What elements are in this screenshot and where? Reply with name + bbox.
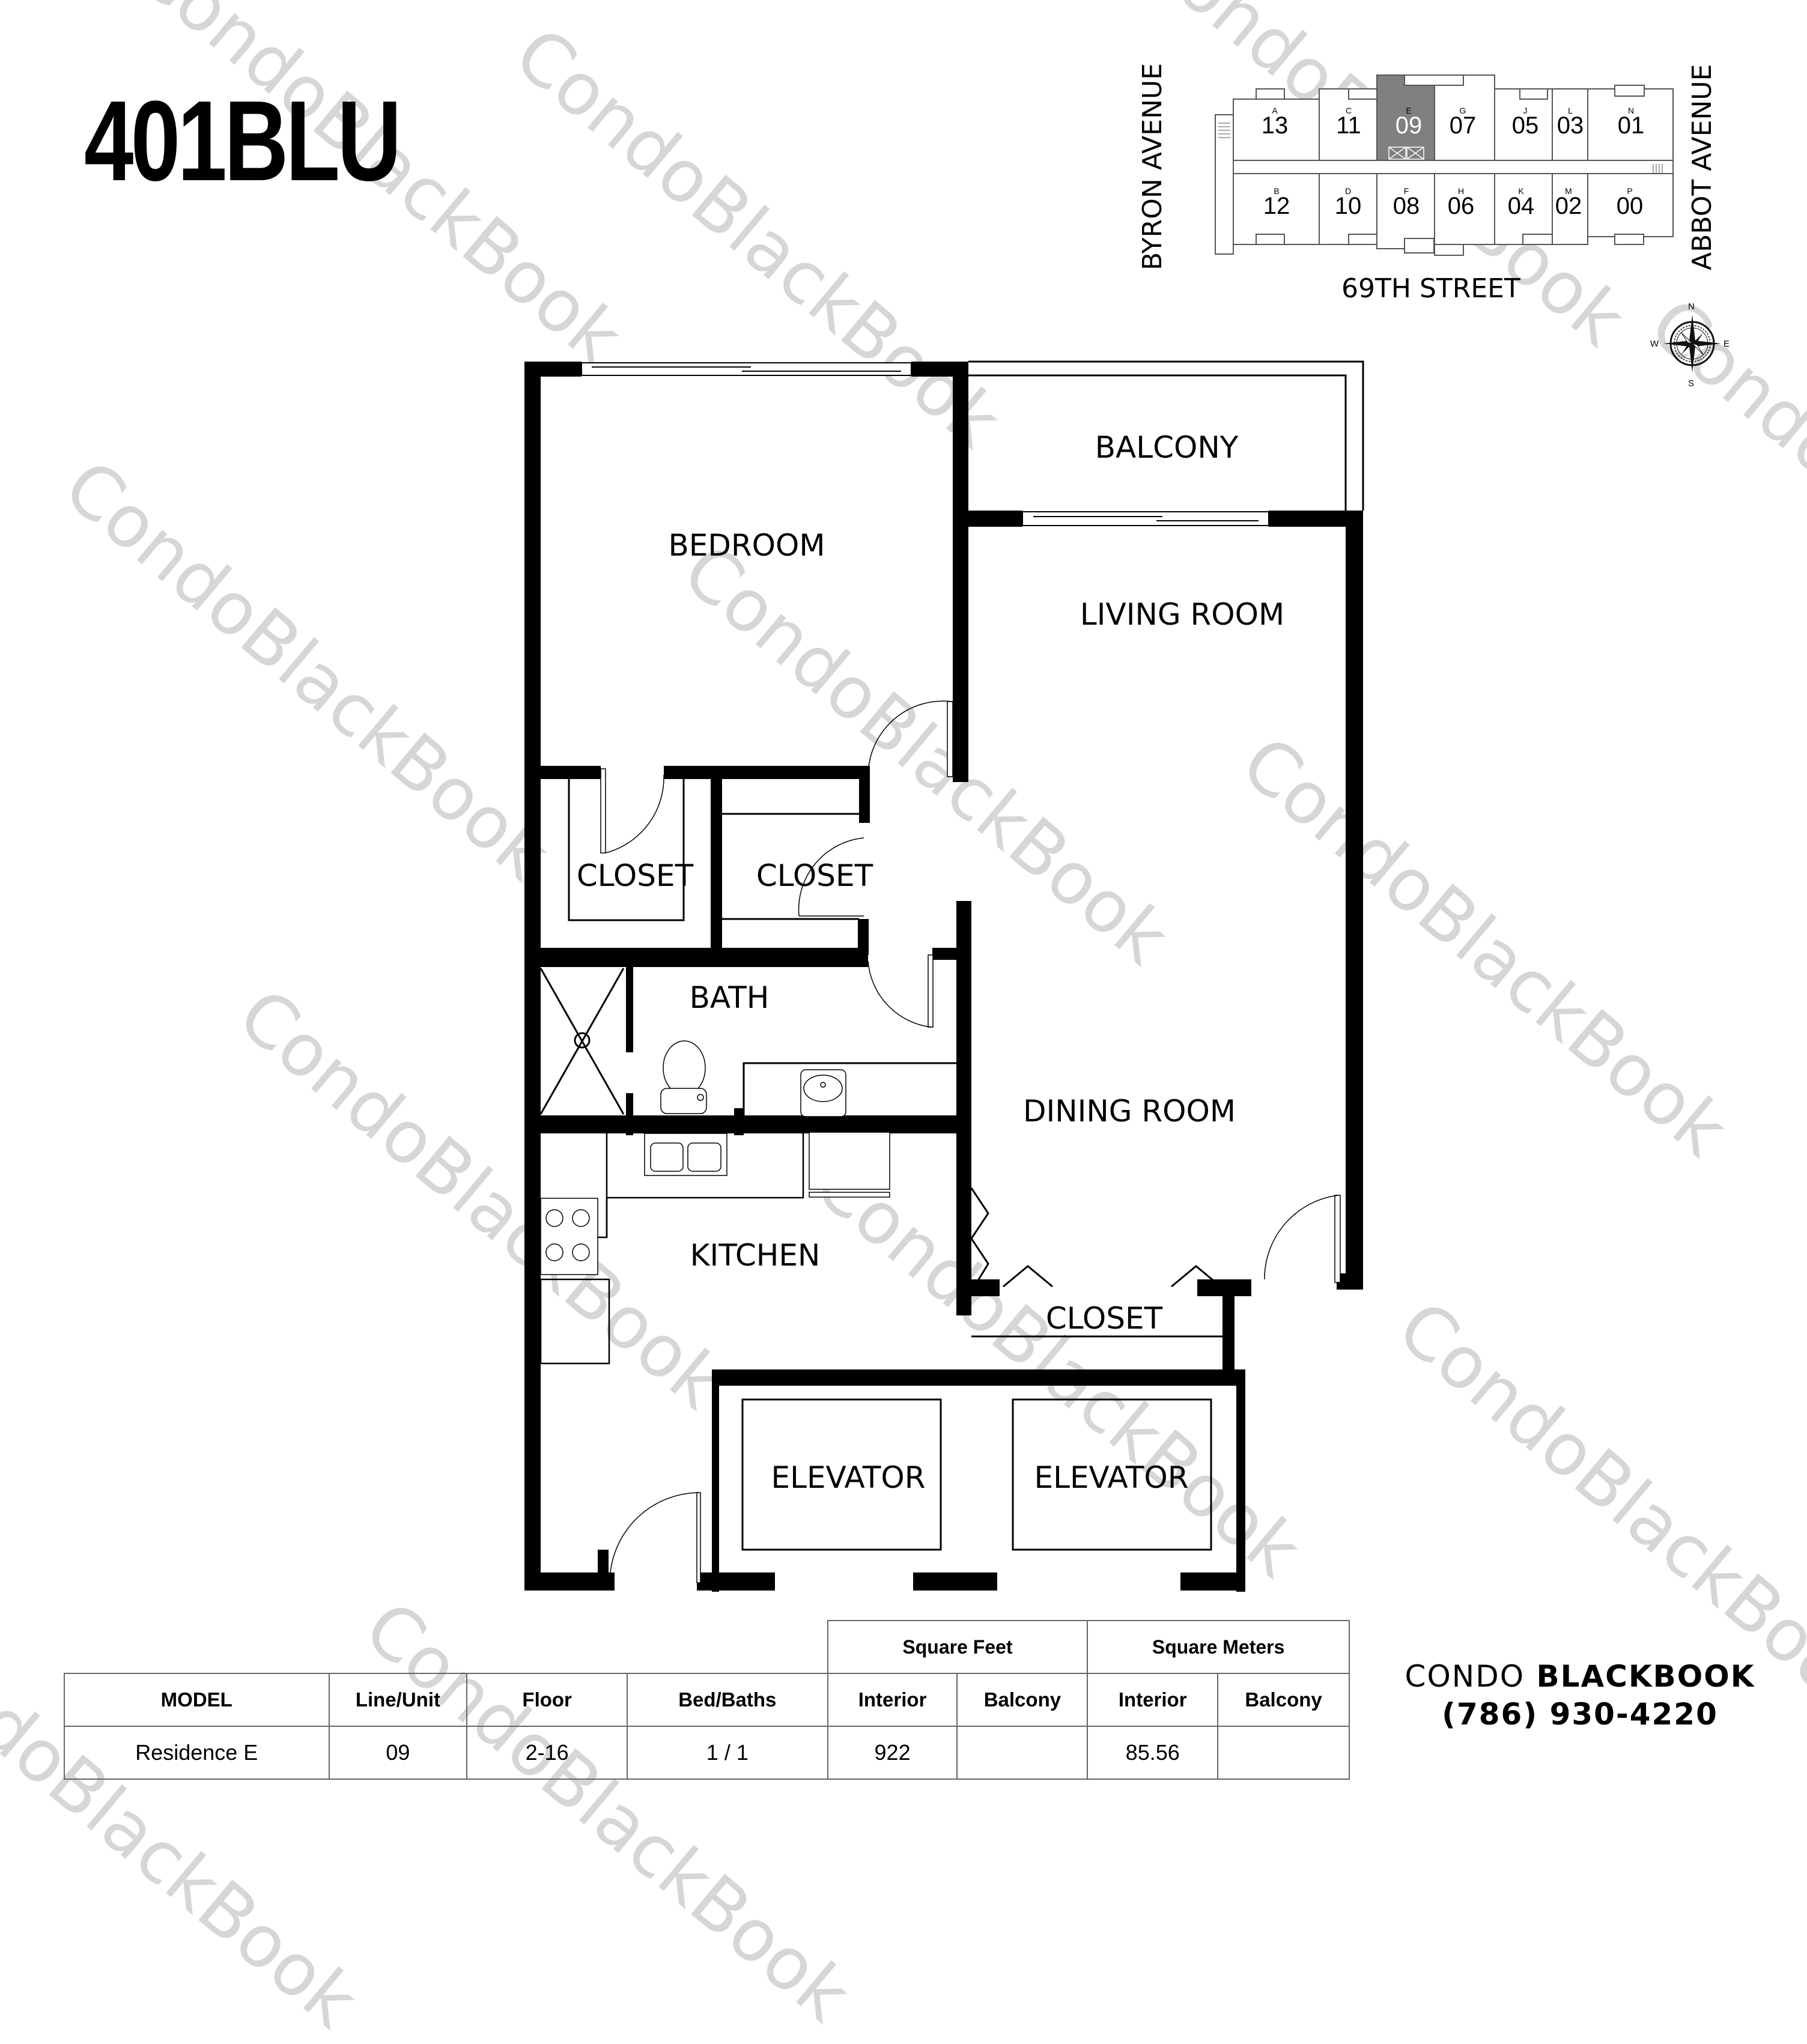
room-label-closet-2: CLOSET — [756, 858, 873, 893]
room-label-bath: BATH — [689, 980, 770, 1015]
table-row: Residence E 09 2-16 1 / 1 922 85.56 — [64, 1726, 1350, 1780]
room-label-dining-room: DINING ROOM — [1022, 1094, 1236, 1129]
column-header: Balcony — [1217, 1673, 1350, 1727]
room-label-elevator-2: ELEVATOR — [1034, 1460, 1189, 1495]
floor-plan — [524, 360, 1364, 1592]
cell-model: Residence E — [64, 1726, 330, 1780]
room-label-kitchen: KITCHEN — [690, 1238, 821, 1273]
group-header-square-meters: Square Meters — [1087, 1620, 1350, 1674]
compass: N S W E — [1649, 300, 1733, 390]
column-header: Balcony — [956, 1673, 1089, 1727]
phone-number[interactable]: (786) 930-4220 — [1442, 1696, 1718, 1732]
key-plan-unit-10: D 10 — [1334, 186, 1362, 219]
cell-floor: 2-16 — [466, 1726, 628, 1780]
compass-rose-icon — [1663, 315, 1721, 372]
cell-line-unit: 09 — [328, 1726, 468, 1780]
key-plan-unit-11: C 11 — [1336, 106, 1361, 139]
cell-sqft-interior: 922 — [827, 1726, 958, 1780]
column-header: Line/Unit — [328, 1673, 468, 1727]
key-plan-unit-04: K 04 — [1507, 186, 1535, 219]
room-label-balcony: BALCONY — [1095, 430, 1239, 465]
key-plan-unit-09-highlighted: E 09 — [1395, 106, 1423, 139]
key-plan-unit-01: N 01 — [1617, 106, 1645, 139]
key-plan-unit-06: H 06 — [1447, 186, 1475, 219]
cell-sqm-interior: 85.56 — [1087, 1726, 1219, 1780]
cell-sqft-balcony — [956, 1726, 1089, 1780]
compass-w-label: W — [1650, 339, 1659, 349]
room-label-closet-1: CLOSET — [576, 858, 694, 893]
compass-e-label: E — [1723, 339, 1730, 349]
brand-line: CONDO BLACKBOOK — [1382, 1658, 1778, 1696]
column-header: Interior — [827, 1673, 958, 1727]
compass-s-label: S — [1688, 378, 1695, 389]
column-header: Interior — [1087, 1673, 1219, 1727]
key-plan-unit-08: F 08 — [1392, 186, 1420, 219]
room-label-bedroom: BEDROOM — [668, 528, 825, 563]
room-label-living-room: LIVING ROOM — [1080, 597, 1285, 632]
key-plan-unit-13: A 13 — [1261, 106, 1289, 139]
building-title: 401BLU — [84, 77, 401, 205]
key-plan-unit-12: B 12 — [1263, 186, 1290, 219]
room-label-elevator-1: ELEVATOR — [771, 1460, 926, 1495]
contact-block: CONDO BLACKBOOK (786) 930-4220 — [1382, 1658, 1778, 1733]
room-label-closet-3: CLOSET — [1045, 1301, 1163, 1336]
table-header-row: MODEL Line/Unit Floor Bed/Baths Interior… — [64, 1673, 1350, 1727]
table-group-header-row: Square Feet Square Meters — [64, 1620, 1350, 1674]
cell-bed-baths: 1 / 1 — [626, 1726, 828, 1780]
column-header: MODEL — [64, 1673, 330, 1727]
key-plan-unit-00: P 00 — [1616, 186, 1644, 219]
street-label-south: 69TH STREET — [1341, 273, 1520, 304]
key-plan-unit-02: M 02 — [1555, 186, 1582, 219]
key-plan-map — [1215, 74, 1674, 256]
key-plan-unit-03: L 03 — [1556, 106, 1584, 139]
key-plan-unit-05: J 05 — [1511, 106, 1539, 139]
group-header-square-feet: Square Feet — [827, 1620, 1089, 1674]
unit-spec-table: Square Feet Square Meters MODEL Line/Uni… — [64, 1620, 1350, 1780]
cell-sqm-balcony — [1217, 1726, 1350, 1780]
column-header: Floor — [466, 1673, 628, 1727]
brand-light: CONDO — [1405, 1659, 1525, 1694]
compass-n-label: N — [1688, 302, 1695, 312]
column-header: Bed/Baths — [626, 1673, 828, 1727]
key-plan-unit-07: G 07 — [1449, 106, 1477, 139]
brand-bold: BLACKBOOK — [1536, 1659, 1755, 1694]
